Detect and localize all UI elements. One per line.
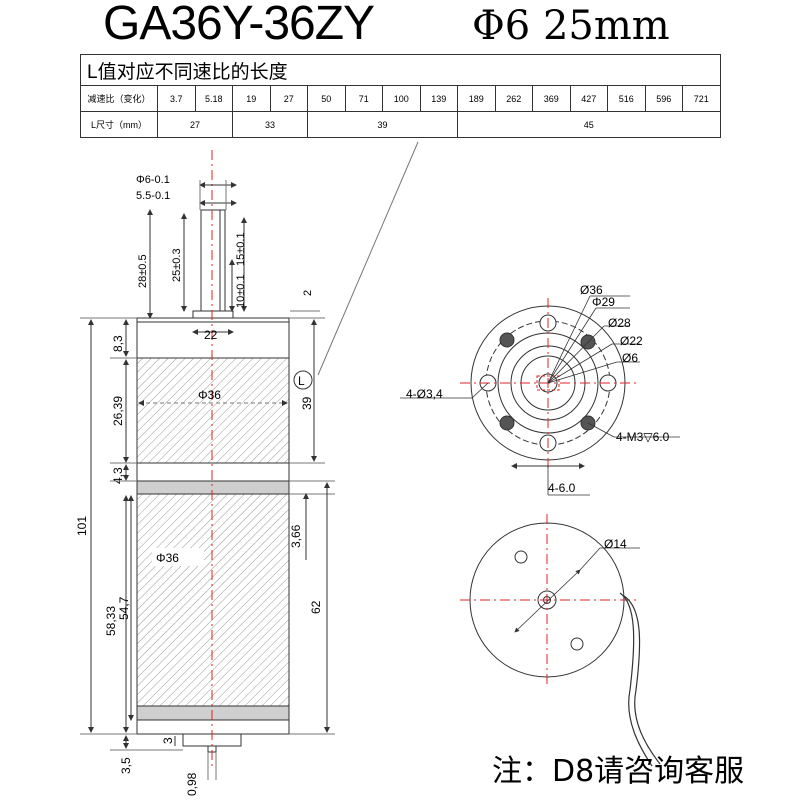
dim-39: 39: [300, 396, 314, 410]
spec-title: Φ6 25mm: [472, 3, 670, 49]
footer-note: 注：D8请咨询客服: [492, 754, 745, 789]
ratio-cell: 427: [569, 85, 608, 112]
length-cell: 39: [307, 111, 458, 138]
rear-hole-top: [514, 550, 528, 564]
dim-d22: Ø22: [620, 334, 643, 348]
dim-22: 22: [204, 328, 218, 342]
motor-ring: [136, 480, 290, 495]
dim-26-39: 26,39: [111, 396, 125, 426]
dim-58-33: 58,33: [104, 606, 118, 636]
shaft-flat-label: 5.5-0.1: [136, 190, 170, 202]
dim-2: 2: [302, 290, 314, 296]
gearbox-diameter-label: Φ36: [198, 388, 221, 402]
dim-10: 10±0.1: [235, 274, 247, 308]
dim-54-7: 54,7: [117, 596, 131, 620]
dim-4-3: 4,3: [111, 467, 125, 484]
gearbox-body: [136, 357, 290, 464]
lead-wire-2: [623, 595, 661, 765]
thread-hole-ll: [499, 415, 515, 431]
ratio-cell: 27: [269, 85, 308, 112]
output-shaft: [200, 209, 226, 319]
dim-d6: Ø6: [622, 351, 638, 365]
motor-end-ring: [136, 705, 290, 721]
ratio-cell: 19: [232, 85, 271, 112]
rear-view: Ø14: [460, 514, 661, 767]
l-marker-label: L: [298, 374, 305, 388]
dim-d14: Ø14: [604, 537, 627, 551]
gearbox-spacer: [136, 462, 290, 482]
dim-3-5: 3,5: [119, 757, 133, 774]
motor-end-cap: [136, 719, 290, 735]
table-caption-row: L值对应不同速比的长度: [80, 54, 721, 86]
ratio-cell: 50: [307, 85, 346, 112]
motor-diameter-label: Φ36: [156, 551, 179, 565]
table-leader-line: [317, 141, 419, 376]
dim-d36: Ø36: [580, 283, 603, 297]
length-row-header: L尺寸（mm）: [80, 111, 158, 138]
holes-spec: 4-Ø3,4: [406, 387, 443, 401]
dim-101: 101: [75, 516, 89, 536]
thread-spec: 4-M3▽6.0: [616, 430, 670, 444]
shaft-boss: [192, 310, 234, 319]
ratio-cell: 139: [419, 85, 458, 112]
dim-0-98: 0,98: [185, 772, 199, 796]
motor-body: [136, 493, 290, 707]
thread-hole-ul: [499, 332, 515, 348]
dim-28: 28±0.5: [137, 254, 149, 288]
l-marker-circle: [293, 370, 313, 390]
rear-hole-right: [570, 637, 584, 651]
dim-62: 62: [309, 600, 323, 614]
shaft-diameter-label: Φ6-0.1: [136, 174, 170, 186]
lead-wire-1: [619, 592, 653, 767]
ratio-cell: 189: [457, 85, 496, 112]
side-view: Φ6-0.1 5.5-0.1 28±0.5 25±0.3 15±0.1 10±0…: [75, 150, 335, 796]
dim-8-3: 8,3: [111, 335, 125, 352]
table-caption: L值对应不同速比的长度: [80, 54, 721, 86]
dim-25: 25±0.3: [171, 248, 183, 282]
dim-3-66: 3,66: [289, 524, 303, 548]
front-view: Ø36 Φ29 Ø28 Ø22 Ø6 4-Ø3,4 4-M3▽6.0 4-6.0: [400, 283, 680, 496]
dim-3: 3: [161, 737, 175, 744]
length-cell: 45: [457, 111, 721, 138]
dim-d29: Φ29: [592, 295, 615, 309]
dim-d28: Ø28: [608, 316, 631, 330]
dim-15: 15±0.1: [235, 232, 247, 266]
ratio-cell: 596: [644, 85, 683, 112]
length-cell: 33: [232, 111, 308, 138]
model-title: GA36Y-36ZY: [103, 0, 375, 50]
depth-spec: 4-6.0: [548, 481, 576, 495]
title-row: GA36Y-36ZY Φ6 25mm: [0, 0, 800, 50]
ratio-cell: 100: [382, 85, 421, 112]
